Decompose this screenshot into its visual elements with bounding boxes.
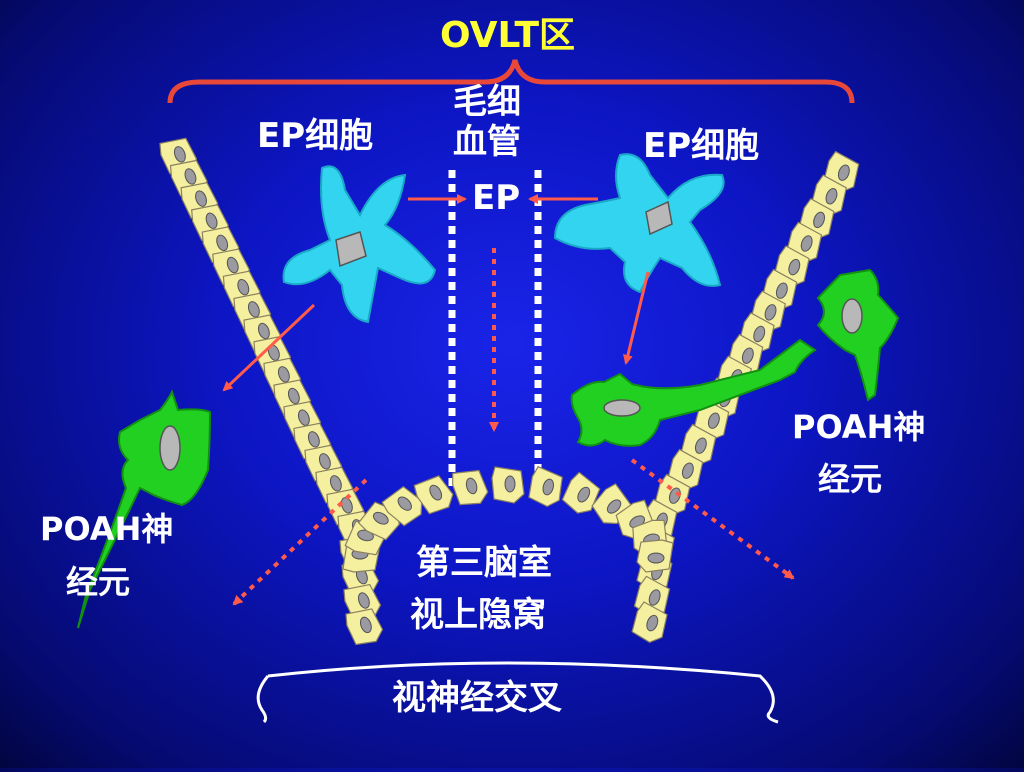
label-capillary-line1: 毛细 — [453, 82, 521, 122]
poah-neuron-right-axon — [570, 338, 817, 447]
ovlt-brace — [167, 59, 855, 104]
poah-neuron-left — [77, 389, 212, 629]
label-poah-right-line1: POAH神 — [792, 408, 926, 446]
optic-chiasm-outline — [256, 661, 779, 724]
label-optic-chiasm: 视神经交叉 — [392, 678, 562, 718]
label-ep: EP — [472, 178, 521, 218]
arrow-diffuse-left — [232, 478, 368, 606]
label-poah-right-line2: 经元 — [818, 460, 883, 498]
label-poah-left-line2: 经元 — [66, 563, 131, 601]
epithelial-cell — [491, 466, 525, 504]
epithelial-cell — [449, 465, 491, 510]
ep-cell-right — [553, 153, 725, 294]
label-ep-cell-right: EP细胞 — [643, 126, 760, 166]
label-ep-cell-left: EP细胞 — [257, 116, 374, 156]
poah-neuron-right — [816, 268, 900, 402]
arrow-diffuse-right — [630, 458, 795, 580]
arrow-ep-left-to-neuron — [222, 303, 316, 392]
label-capillary-line2: 血管 — [453, 122, 521, 162]
label-ventricle-line1: 第三脑室 — [416, 543, 552, 583]
epithelial-cell — [525, 465, 567, 510]
arrow-ep-right-to-neuron — [623, 271, 650, 365]
epithelial-cell — [636, 539, 674, 573]
label-poah-left-line1: POAH神 — [40, 510, 174, 548]
title-ovlt: OVLT区 — [440, 15, 576, 56]
ep-cell-left — [282, 165, 437, 324]
label-ventricle-line2: 视上隐窝 — [410, 595, 546, 635]
